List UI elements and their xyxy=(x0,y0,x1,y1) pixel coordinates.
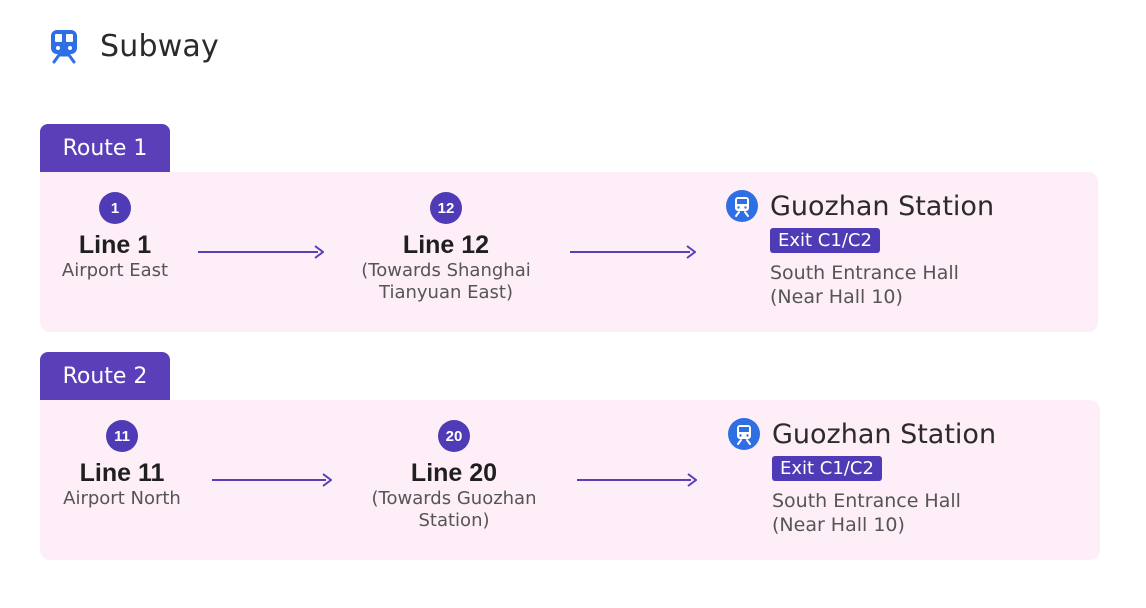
destination: Guozhan Station Exit C1/C2 South Entranc… xyxy=(728,418,996,537)
destination-note: (Near Hall 10) xyxy=(772,514,905,536)
line-name: Line 12 xyxy=(402,231,490,259)
line-name: Line 20 xyxy=(410,459,498,487)
route-tab-1[interactable]: Route 1 xyxy=(40,124,170,172)
destination-hall: South Entrance Hall xyxy=(770,262,959,284)
destination-hall: South Entrance Hall xyxy=(772,490,961,512)
arrow-icon xyxy=(577,473,697,487)
route-panel-2: 11 Line 11 Airport North 20 Line 20 (Tow… xyxy=(40,400,1100,560)
header: Subway xyxy=(48,24,219,68)
line-direction: (Towards Guozhan xyxy=(371,488,537,509)
line-direction: Airport North xyxy=(63,488,181,509)
line-number-badge: 20 xyxy=(438,420,470,452)
route-step: 11 Line 11 Airport North xyxy=(52,420,192,510)
line-direction: Station) xyxy=(418,510,490,531)
route-step: 12 Line 12 (Towards Shanghai Tianyuan Ea… xyxy=(340,192,552,304)
line-direction: Airport East xyxy=(61,260,169,281)
line-number-badge: 12 xyxy=(430,192,462,224)
route-step: 20 Line 20 (Towards Guozhan Station) xyxy=(350,420,558,532)
metro-station-icon xyxy=(726,190,758,222)
destination-note: (Near Hall 10) xyxy=(770,286,903,308)
line-direction: (Towards Shanghai xyxy=(361,260,531,281)
destination-title: Guozhan Station xyxy=(770,190,995,222)
line-direction: Tianyuan East) xyxy=(379,282,513,303)
subway-icon xyxy=(51,30,77,64)
arrow-icon xyxy=(212,473,332,487)
exit-badge: Exit C1/C2 xyxy=(770,228,880,253)
destination-description: South Entrance Hall (Near Hall 10) xyxy=(772,489,996,537)
exit-badge: Exit C1/C2 xyxy=(772,456,882,481)
line-name: Line 11 xyxy=(79,459,165,487)
arrow-icon xyxy=(198,245,324,259)
destination-title: Guozhan Station xyxy=(772,418,997,450)
metro-station-icon xyxy=(728,418,760,450)
route-tab-2[interactable]: Route 2 xyxy=(40,352,170,400)
destination: Guozhan Station Exit C1/C2 South Entranc… xyxy=(726,190,994,309)
route-step: 1 Line 1 Airport East xyxy=(50,192,180,282)
route-panel-1: 1 Line 1 Airport East 12 Line 12 (Toward… xyxy=(40,172,1098,332)
arrow-icon xyxy=(570,245,696,259)
page-title: Subway xyxy=(100,28,219,64)
line-name: Line 1 xyxy=(78,231,152,259)
destination-description: South Entrance Hall (Near Hall 10) xyxy=(770,261,994,309)
line-number-badge: 1 xyxy=(99,192,131,224)
line-number-badge: 11 xyxy=(106,420,138,452)
